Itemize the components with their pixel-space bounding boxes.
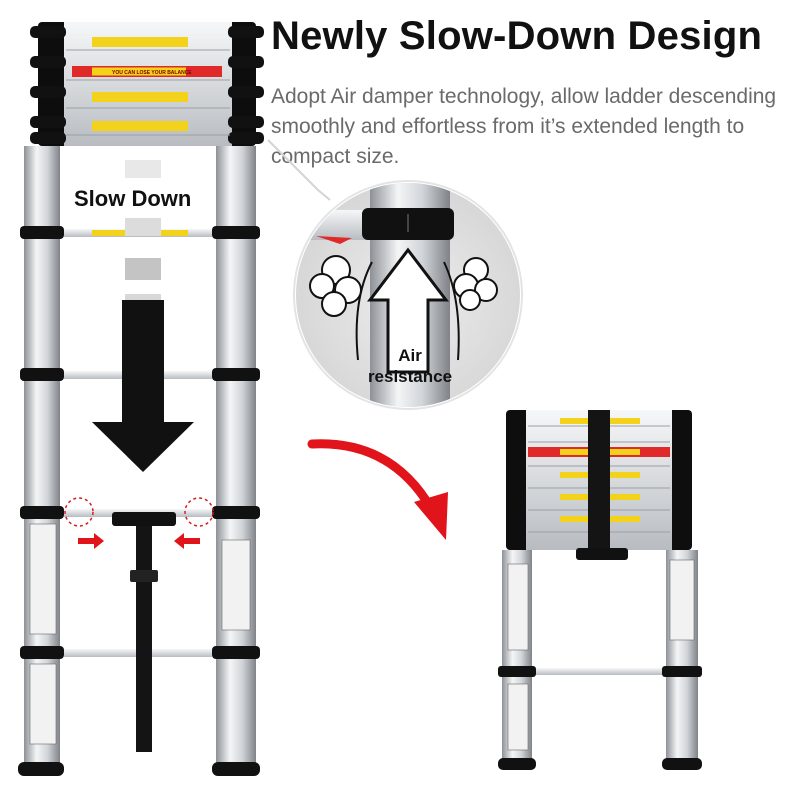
- balance-warning-text: YOU CAN LOSE YOUR BALANCE: [112, 70, 192, 76]
- headline: Newly Slow-Down Design: [271, 14, 763, 58]
- down-arrow-icon: [92, 422, 194, 472]
- air-resistance-line1: Air: [398, 346, 422, 365]
- slow-down-arrow: [92, 160, 194, 472]
- air-resistance-line2: resistance: [367, 367, 453, 386]
- warning-stickers: YOU CAN LOSE YOUR BALANCE: [72, 37, 222, 131]
- red-arrow-right-icon: [78, 533, 104, 549]
- carry-strap: [136, 526, 152, 752]
- collapsed-strap: [588, 410, 610, 560]
- red-curved-arrow-icon: [414, 492, 448, 540]
- air-resistance-label: Air resistance: [350, 345, 470, 387]
- extended-ladder: YOU CAN LOSE YOUR BALANCE: [18, 22, 264, 776]
- slow-down-label: Slow Down: [74, 186, 192, 211]
- red-arrow-left-icon: [174, 533, 200, 549]
- top-rung-stack: [30, 26, 264, 144]
- left-rail: [24, 146, 60, 766]
- rung-bands: [20, 226, 260, 659]
- right-rail: [216, 146, 256, 766]
- description: Adopt Air damper technology, allow ladde…: [271, 85, 777, 168]
- transition-arrow: [307, 439, 448, 540]
- air-puff-left-icon: [309, 255, 362, 317]
- air-damper-zoom: [267, 139, 523, 410]
- air-puff-right-icon: [453, 257, 498, 311]
- collapsed-ladder: [498, 410, 702, 770]
